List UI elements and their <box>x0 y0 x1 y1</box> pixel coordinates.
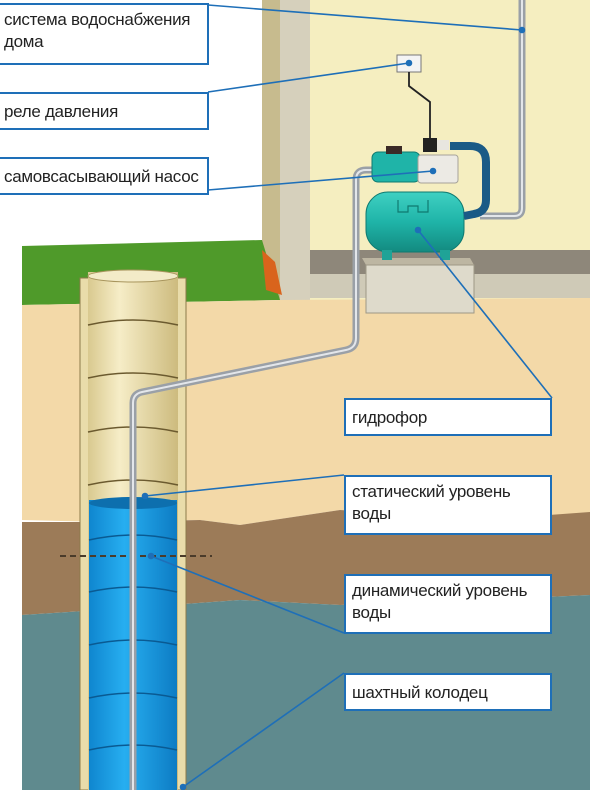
label-dynamic-water-level: динамический уровень воды <box>344 574 552 634</box>
label-shaft-well: шахтный колодец <box>344 673 552 711</box>
label-water-supply-system: система водоснабжения дома <box>0 3 209 65</box>
label-pressure-relay: реле давления <box>0 92 209 130</box>
label-hydrophore: гидрофор <box>344 398 552 436</box>
label-self-priming-pump: самовсасывающий насос <box>0 157 209 195</box>
callout-lines <box>141 4 553 790</box>
foundation-brick <box>262 250 282 295</box>
label-static-water-level: статический уровень воды <box>344 475 552 535</box>
pump-base <box>362 258 475 314</box>
hydrophore-tank <box>365 191 465 260</box>
